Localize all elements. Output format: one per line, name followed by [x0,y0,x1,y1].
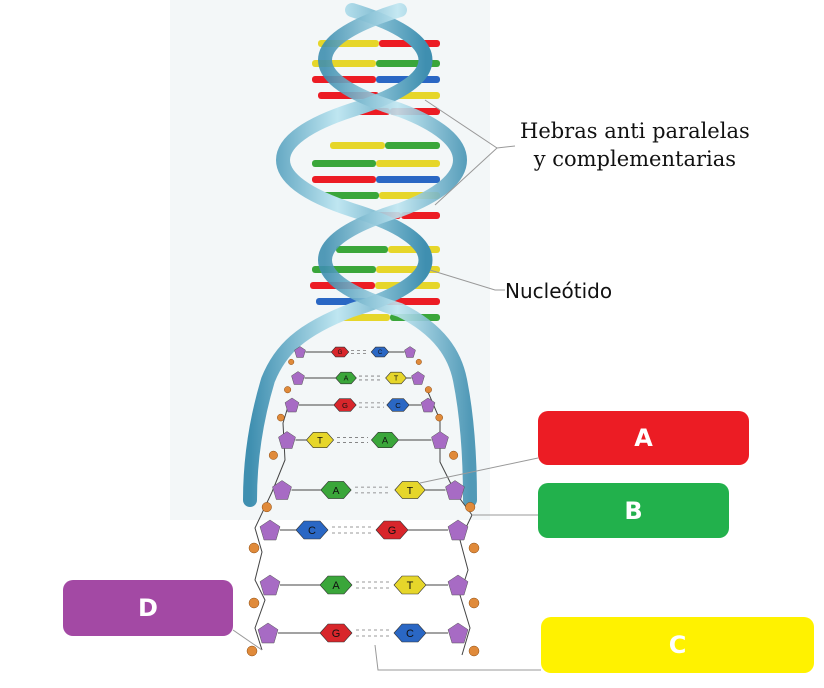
nucleobase-left [295,520,329,540]
nucleobase-left [333,398,357,412]
nucleobase-letter: T [407,580,414,592]
helix-bar-right [385,142,440,149]
sugar-left [278,431,296,449]
sugar-right [420,397,436,413]
nucleobase-letter: G [332,628,341,640]
answer-box-d[interactable]: D [63,580,233,636]
phosphate-right [468,597,480,609]
sugar-left [291,371,305,385]
label-antiparallel-line2: y complementarias [533,147,737,171]
phosphate-left [268,450,278,460]
nucleobase-letter: A [332,580,340,592]
leader-nucleotide [429,269,505,291]
helix-bar-left [312,176,376,183]
phosphate-right [449,450,459,460]
leader-d [232,629,263,651]
sugar-left [272,480,292,500]
phosphate-left [261,502,272,513]
sugar-right [447,574,469,596]
phosphate-left [246,645,258,657]
phosphate-left [248,542,260,554]
sugar-right [447,519,469,541]
phosphate-right [415,358,422,365]
nucleobase-letter: C [406,628,414,640]
helix-bar-left [336,246,388,253]
nucleobase-left [319,623,353,643]
nucleobase-left [305,432,335,448]
phosphate-right [468,645,480,657]
base-pair-ladder: G C A T G C T A A T C G A T G C [246,346,480,657]
sugar-right [411,371,425,385]
nucleobase-letter: A [333,486,340,497]
helix-bar-right [376,160,440,167]
nucleobase-letter: T [317,435,323,445]
helix-bar-left [312,160,376,167]
nucleobase-letter: T [394,375,399,383]
nucleobase-letter: A [344,375,349,383]
phosphate-left [248,597,260,609]
phosphate-right [468,542,480,554]
nucleobase-left [330,346,350,358]
nucleobase-letter: G [338,350,343,356]
nucleobase-left [335,371,357,385]
answer-box-d-letter: D [138,594,158,622]
sugar-right [445,480,465,500]
nucleobase-left [320,481,352,499]
nucleobase-letter: G [342,401,348,410]
nucleobase-letter: T [407,486,414,497]
helix-bar-right [376,176,440,183]
sugar-left [294,346,306,358]
answer-box-c-letter: C [668,631,687,659]
phosphate-left [288,358,295,365]
helix-strand-2 [318,3,477,507]
leader-a [419,457,539,484]
answer-box-b-letter: B [624,496,643,525]
sugar-left [259,519,281,541]
sugar-left [257,622,279,644]
phosphate-right [435,413,443,422]
helix-bar-right [401,212,440,219]
helix-bar-left [330,142,385,149]
sugar-left [284,397,300,413]
phosphate-left [277,413,285,422]
leader-strands-lower [434,147,498,206]
nucleobase-letter: A [382,435,389,445]
label-nucleotide: Nucleótido [505,279,613,303]
phosphate-right [424,386,432,394]
label-antiparallel-strands: Hebras anti paralelas y complementarias [520,117,750,173]
phosphate-right [465,502,476,513]
helix-strand-1 [243,3,433,507]
nucleobase-letter: C [378,350,383,356]
label-antiparallel-line1: Hebras anti paralelas [520,119,750,143]
leader-c [374,644,541,671]
sugar-right [404,346,416,358]
answer-box-c[interactable]: C [541,617,814,673]
answer-box-b[interactable]: B [538,483,729,538]
nucleobase-left [319,575,353,595]
sugar-right [447,622,469,644]
sugar-right [431,431,449,449]
nucleobase-letter: C [395,401,401,410]
answer-box-a-letter: A [634,424,653,452]
nucleobase-letter: C [308,525,316,537]
nucleobase-letter: G [388,525,397,537]
sugar-left [259,574,281,596]
phosphate-left [284,386,292,394]
answer-box-a[interactable]: A [538,411,749,465]
